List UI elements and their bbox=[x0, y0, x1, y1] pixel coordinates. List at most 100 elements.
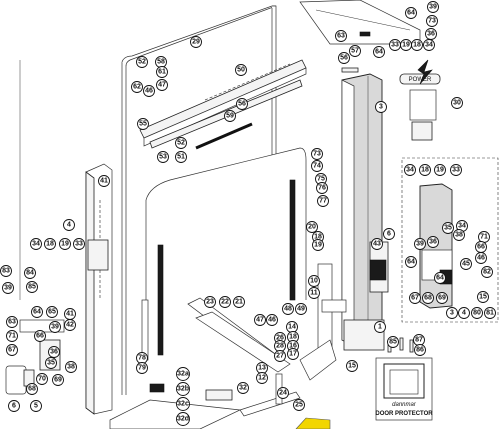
callout-circle bbox=[427, 1, 439, 13]
callout-number: 49 bbox=[297, 306, 305, 313]
part-callout: 28 bbox=[274, 340, 286, 352]
callout-number: 79 bbox=[138, 365, 146, 372]
callout-number: 48 bbox=[284, 306, 292, 313]
callout-number: 15 bbox=[479, 294, 487, 301]
callout-number: 76 bbox=[318, 185, 326, 192]
part-callout: 4 bbox=[63, 219, 75, 231]
callout-circle bbox=[46, 306, 58, 318]
part-callout: 76 bbox=[316, 182, 328, 194]
callout-circle bbox=[136, 362, 148, 374]
callout-circle bbox=[64, 319, 76, 331]
callout-number: 36 bbox=[427, 31, 435, 38]
part-callout: 21 bbox=[233, 296, 245, 308]
part-callout: 48 bbox=[282, 303, 294, 315]
callout-circle bbox=[190, 36, 202, 48]
callout-circle bbox=[422, 292, 434, 304]
part-callout: 22 bbox=[219, 296, 231, 308]
callout-circle bbox=[237, 382, 249, 394]
callout-number: 59 bbox=[226, 113, 234, 120]
part-callout: 70 bbox=[36, 373, 48, 385]
callout-circle bbox=[477, 291, 489, 303]
callout-number: 87 bbox=[415, 337, 423, 344]
part-callout: 39 bbox=[427, 1, 439, 13]
part-callout: 38 bbox=[65, 361, 77, 373]
callout-circle bbox=[49, 321, 61, 333]
part-callout: 71 bbox=[478, 231, 490, 243]
callout-number: 57 bbox=[351, 48, 359, 55]
part-callout: 33 bbox=[389, 39, 401, 51]
callout-number: 70 bbox=[38, 376, 46, 383]
callout-circle bbox=[458, 307, 470, 319]
callout-number: 27 bbox=[276, 353, 284, 360]
part-callout: 34 bbox=[30, 238, 42, 250]
callout-circle bbox=[427, 236, 439, 248]
power-logo-text: POWER bbox=[409, 77, 432, 83]
callout-number: 18 bbox=[289, 334, 297, 341]
part-callout: 32d bbox=[176, 412, 190, 426]
part-callout: 56 bbox=[236, 98, 248, 110]
callout-circle bbox=[157, 151, 169, 163]
part-callout: 41 bbox=[64, 308, 76, 320]
part-callout: 32 bbox=[237, 382, 249, 394]
part-callout: 25 bbox=[293, 399, 305, 411]
callout-circle bbox=[295, 303, 307, 315]
callout-number: 11 bbox=[310, 290, 318, 297]
callout-circle bbox=[308, 287, 320, 299]
callout-number: 34 bbox=[32, 241, 40, 248]
callout-number: 74 bbox=[313, 163, 321, 170]
part-callout: 36 bbox=[48, 346, 60, 358]
part-callout: 85 bbox=[26, 281, 38, 293]
callout-circle bbox=[136, 56, 148, 68]
base-plate-highlight bbox=[295, 417, 331, 429]
callout-circle bbox=[45, 357, 57, 369]
part-callout: 35 bbox=[442, 222, 454, 234]
part-callout: 83 bbox=[0, 265, 12, 277]
callout-circle bbox=[405, 256, 417, 268]
callout-number: 80 bbox=[473, 310, 481, 317]
callout-number: 43 bbox=[373, 241, 381, 248]
callout-circle bbox=[52, 374, 64, 386]
part-callout: 62 bbox=[131, 81, 143, 93]
callout-number: 82 bbox=[483, 269, 491, 276]
callout-number: 28 bbox=[276, 343, 284, 350]
part-callout: 84 bbox=[24, 267, 36, 279]
callout-circle bbox=[451, 97, 463, 109]
callout-number: 47 bbox=[256, 317, 264, 324]
part-callout: 17 bbox=[287, 348, 299, 360]
part-callout: 27 bbox=[274, 350, 286, 362]
part-callout: 3 bbox=[375, 101, 387, 113]
callout-circle bbox=[236, 98, 248, 110]
part-callout: 53 bbox=[157, 151, 169, 163]
callout-circle bbox=[26, 383, 38, 395]
callout-number: 55 bbox=[139, 121, 147, 128]
callout-circle bbox=[419, 164, 431, 176]
part-callout: 67 bbox=[409, 292, 421, 304]
part-callout: 19 bbox=[400, 39, 412, 51]
callout-number: 3 bbox=[379, 104, 383, 111]
part-callout: 61 bbox=[156, 66, 168, 78]
part-callout: 3 bbox=[446, 307, 458, 319]
rods bbox=[141, 179, 296, 361]
part-callout: 23 bbox=[204, 296, 216, 308]
part-callout: 68 bbox=[26, 383, 38, 395]
part-callout: 69 bbox=[436, 292, 448, 304]
callout-number: 36 bbox=[429, 239, 437, 246]
callout-number: 56 bbox=[340, 55, 348, 62]
callout-circle bbox=[36, 373, 48, 385]
part-callout: 32c bbox=[176, 397, 190, 411]
callout-number: 39 bbox=[429, 4, 437, 11]
callout-circle bbox=[266, 314, 278, 326]
part-callout: 56 bbox=[338, 52, 350, 64]
part-callout: 18 bbox=[44, 238, 56, 250]
part-callout: 19 bbox=[312, 239, 324, 251]
main-column-right bbox=[341, 73, 389, 351]
power-unit: POWER bbox=[399, 59, 441, 141]
callout-number: 32b bbox=[177, 386, 189, 393]
callout-number: 18 bbox=[314, 234, 322, 241]
callout-number: 35 bbox=[47, 360, 55, 367]
part-callout: 71 bbox=[6, 330, 18, 342]
callout-circle bbox=[371, 238, 383, 250]
callout-number: 1 bbox=[378, 324, 382, 331]
callout-circle bbox=[414, 238, 426, 250]
